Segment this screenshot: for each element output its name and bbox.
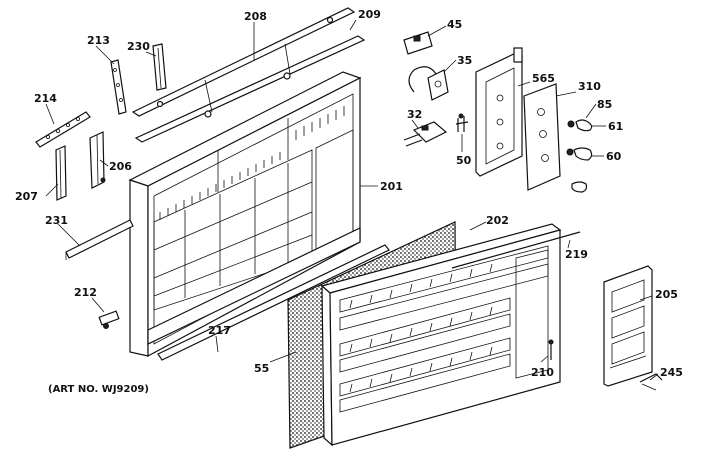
label-207: 207 xyxy=(15,190,38,203)
component-50 xyxy=(455,113,469,132)
label-209: 209 xyxy=(358,8,381,21)
label-217: 217 xyxy=(208,324,231,337)
bracket-207 xyxy=(55,145,67,201)
label-202: 202 xyxy=(486,214,509,227)
screw-210 xyxy=(548,339,554,360)
knob-lower xyxy=(571,181,588,193)
label-32: 32 xyxy=(407,108,422,121)
label-35: 35 xyxy=(457,54,472,67)
label-50: 50 xyxy=(456,154,472,167)
front-grille-202 xyxy=(320,223,562,447)
panel-205 xyxy=(603,265,653,387)
bracket-206 xyxy=(89,131,106,189)
knob-85 xyxy=(567,119,593,132)
label-55: 55 xyxy=(254,362,269,375)
bracket-213 xyxy=(110,59,127,115)
leader-lines xyxy=(45,19,659,381)
bracket-230 xyxy=(152,43,167,91)
label-212: 212 xyxy=(74,286,97,299)
label-565: 565 xyxy=(532,72,555,85)
label-231: 231 xyxy=(45,214,68,227)
control-bracket-565 xyxy=(475,47,523,177)
bar-231 xyxy=(65,219,134,260)
label-61: 61 xyxy=(608,120,623,133)
label-214: 214 xyxy=(34,92,57,105)
label-85: 85 xyxy=(597,98,612,111)
label-245: 245 xyxy=(660,366,683,379)
label-310: 310 xyxy=(578,80,601,93)
rail-208 xyxy=(131,7,366,143)
label-60: 60 xyxy=(606,150,622,163)
plate-310 xyxy=(523,83,561,191)
label-205: 205 xyxy=(655,288,678,301)
label-201: 201 xyxy=(380,180,403,193)
label-210: 210 xyxy=(531,366,554,379)
strip-217 xyxy=(157,244,390,361)
label-208: 208 xyxy=(244,10,267,23)
label-45: 45 xyxy=(447,18,462,31)
label-219: 219 xyxy=(565,248,588,261)
latch-212 xyxy=(98,310,120,329)
bar-214 xyxy=(35,111,91,148)
component-32 xyxy=(403,121,448,147)
knob-60 xyxy=(566,147,593,161)
label-213: 213 xyxy=(87,34,110,47)
rod-219 xyxy=(451,231,581,269)
label-206: 206 xyxy=(109,160,132,173)
art-number-caption: (ART NO. WJ9209) xyxy=(48,384,149,395)
label-230: 230 xyxy=(127,40,150,53)
switch-45 xyxy=(403,31,433,55)
cabinet-frame-201 xyxy=(128,71,362,358)
clip-245 xyxy=(639,373,663,391)
motor-35 xyxy=(408,66,449,101)
